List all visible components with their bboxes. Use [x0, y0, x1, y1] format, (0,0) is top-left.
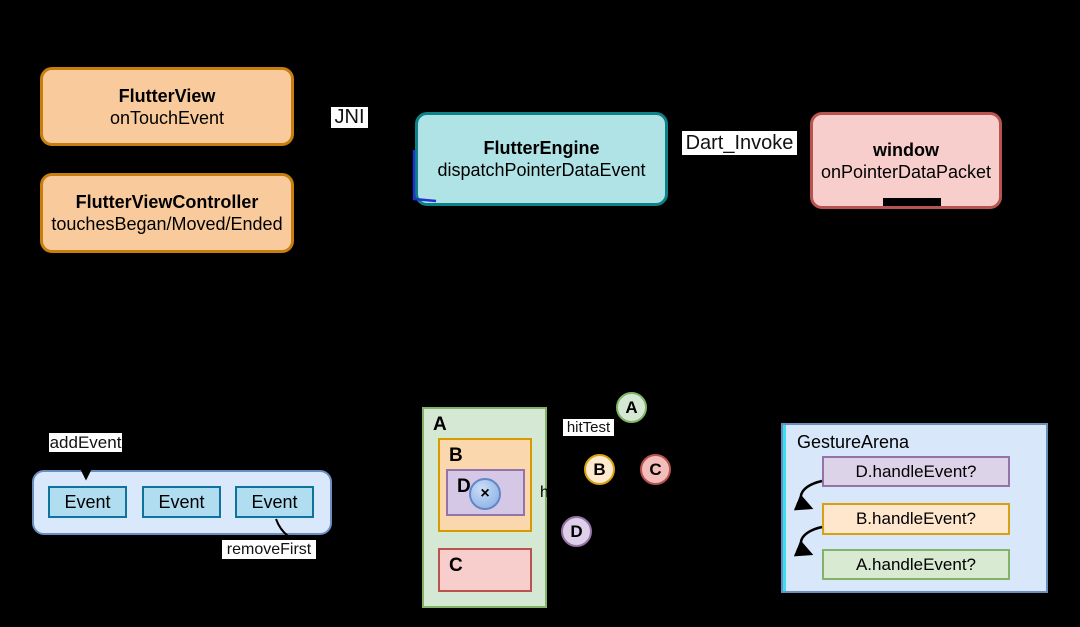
- arena-entry-d: D.handleEvent?: [822, 456, 1010, 487]
- node-flutterengine-title: FlutterEngine: [483, 138, 600, 158]
- view-c-label: C: [449, 555, 463, 576]
- event-queue-item: Event: [235, 486, 314, 518]
- arena-entry-b: B.handleEvent?: [822, 503, 1010, 535]
- view-c-box: C: [438, 548, 532, 592]
- node-window-method: onPointerDataPacket: [820, 161, 992, 182]
- node-flutterview-title: FlutterView: [118, 85, 216, 106]
- view-a-label: A: [433, 414, 447, 435]
- hit-circle-a: A: [616, 392, 647, 423]
- node-flutterviewcontroller-method: touchesBegan/Moved/Ended: [51, 214, 283, 234]
- node-flutterview: FlutterView onTouchEvent: [40, 67, 294, 146]
- gesture-arena-title: GestureArena: [797, 432, 910, 452]
- hit-circle-c: C: [640, 454, 671, 485]
- arena-entry-a: A.handleEvent?: [822, 549, 1010, 580]
- event-queue-item: Event: [48, 486, 127, 518]
- edge-label-jni: JNI: [331, 106, 368, 128]
- node-window: window onPointerDataPacket: [810, 112, 1002, 209]
- hit-circle-d: D: [561, 516, 592, 547]
- node-window-title: window: [873, 139, 939, 160]
- touch-point-mark: ×: [480, 485, 490, 502]
- edge-label-remove-first: removeFirst: [222, 540, 316, 559]
- edge-label-hit-test: hitTest: [563, 419, 614, 436]
- node-flutterviewcontroller-title: FlutterViewController: [75, 192, 259, 212]
- view-d-label: D: [457, 476, 471, 497]
- hit-test-partial-text: h: [540, 484, 549, 501]
- node-flutterview-method: onTouchEvent: [109, 107, 225, 128]
- node-flutterengine: FlutterEngine dispatchPointerDataEvent: [415, 112, 668, 206]
- view-b-label: B: [449, 445, 463, 466]
- edge-label-dart-invoke: Dart_Invoke: [682, 131, 797, 155]
- hit-circle-b: B: [584, 454, 615, 485]
- event-queue-item: Event: [142, 486, 221, 518]
- gesture-arena-accent-stripe: [783, 425, 786, 591]
- edge-label-add-event: addEvent: [49, 432, 122, 452]
- touch-point-icon: ×: [469, 478, 501, 510]
- node-flutterengine-method: dispatchPointerDataEvent: [437, 160, 646, 180]
- node-flutterviewcontroller: FlutterViewController touchesBegan/Moved…: [40, 173, 294, 253]
- gesture-arena-container: GestureArena D.handleEvent? B.handleEven…: [781, 423, 1048, 593]
